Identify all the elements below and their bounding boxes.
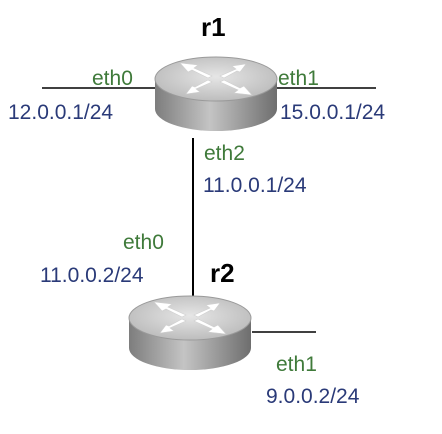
- router-r2-icon: [128, 295, 252, 371]
- router-r1-icon: [154, 56, 278, 132]
- r1-eth1-ip: 15.0.0.1/24: [280, 101, 385, 124]
- r1-eth2-name: eth2: [204, 142, 245, 165]
- r1-eth2-ip: 11.0.0.1/24: [203, 174, 307, 197]
- r1-eth0-ip: 12.0.0.1/24: [8, 101, 113, 124]
- router-r1-label: r1: [201, 12, 226, 42]
- router-r2-label: r2: [210, 258, 235, 288]
- r2-eth1-ip: 9.0.0.2/24: [266, 385, 360, 408]
- r2-eth1-name: eth1: [276, 353, 317, 376]
- r1-eth0-name: eth0: [92, 67, 133, 90]
- r2-eth0-ip: 11.0.0.2/24: [40, 264, 144, 287]
- r2-eth0-name: eth0: [123, 231, 164, 254]
- r1-eth1-name: eth1: [278, 67, 319, 90]
